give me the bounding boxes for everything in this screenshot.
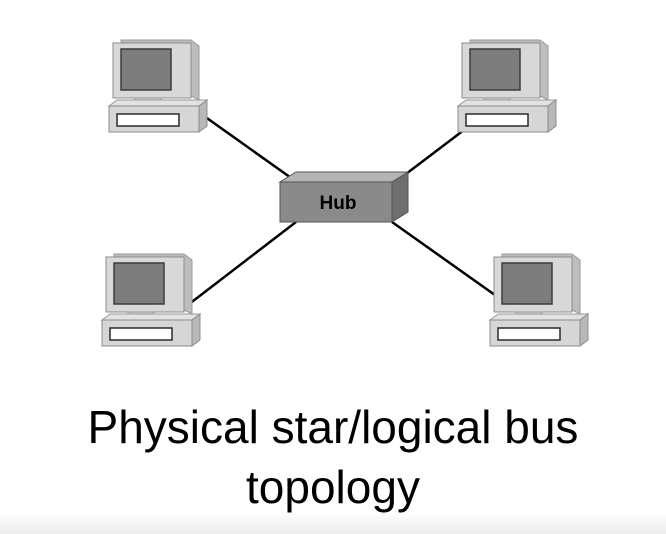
computer-icon — [101, 253, 201, 347]
hub: Hub — [278, 171, 410, 223]
link-bottom-left — [183, 221, 297, 309]
bottom-band — [0, 512, 666, 534]
computer-icon — [489, 253, 589, 347]
caption-line-1: Physical star/logical bus — [87, 401, 579, 453]
hub-front — [279, 181, 393, 223]
link-top-left — [203, 114, 295, 182]
caption-line-2: topology — [246, 461, 420, 513]
computer-icon — [457, 39, 557, 133]
link-bottom-right — [391, 220, 503, 302]
hub-top — [278, 171, 410, 183]
computer-icon — [108, 39, 208, 133]
hub-label: Hub — [320, 193, 357, 214]
hub-side — [391, 171, 409, 223]
